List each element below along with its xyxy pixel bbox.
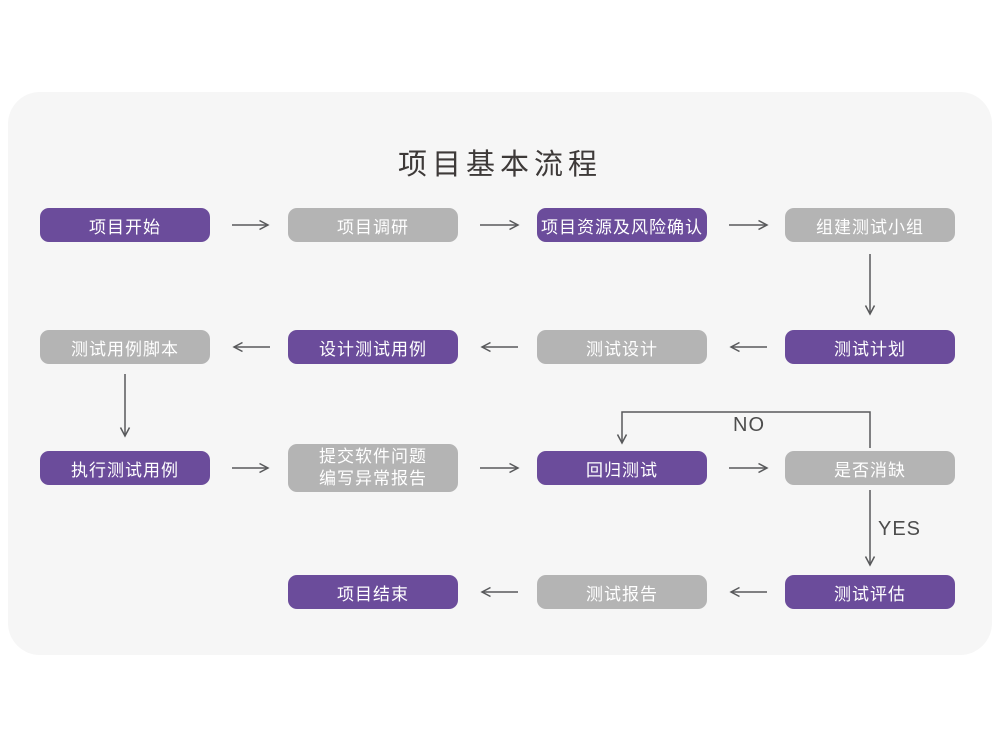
- node-project-start: 项目开始: [40, 208, 210, 242]
- node-defect-cleared: 是否消缺: [785, 451, 955, 485]
- node-project-research: 项目调研: [288, 208, 458, 242]
- submit-issues-line1: 提交软件问题: [319, 447, 427, 466]
- submit-issues-line2: 编写异常报告: [319, 469, 427, 488]
- node-design-test-cases: 设计测试用例: [288, 330, 458, 364]
- node-project-end: 项目结束: [288, 575, 458, 609]
- node-execute-test-cases: 执行测试用例: [40, 451, 210, 485]
- arrow-no-loop-to-regression: [616, 411, 871, 448]
- branch-label-yes: YES: [878, 518, 922, 540]
- node-case-scripts: 测试用例脚本: [40, 330, 210, 364]
- node-submit-issues: 提交软件问题 编写异常报告: [288, 444, 458, 492]
- node-resources-risk: 项目资源及风险确认: [537, 208, 707, 242]
- diagram-title: 项目基本流程: [397, 149, 602, 181]
- node-test-design: 测试设计: [537, 330, 707, 364]
- branch-label-no: NO: [733, 414, 765, 436]
- node-build-test-team: 组建测试小组: [785, 208, 955, 242]
- node-test-report: 测试报告: [537, 575, 707, 609]
- flowchart-card: [8, 92, 992, 655]
- node-test-plan: 测试计划: [785, 330, 955, 364]
- node-test-evaluation: 测试评估: [785, 575, 955, 609]
- node-regression-test: 回归测试: [537, 451, 707, 485]
